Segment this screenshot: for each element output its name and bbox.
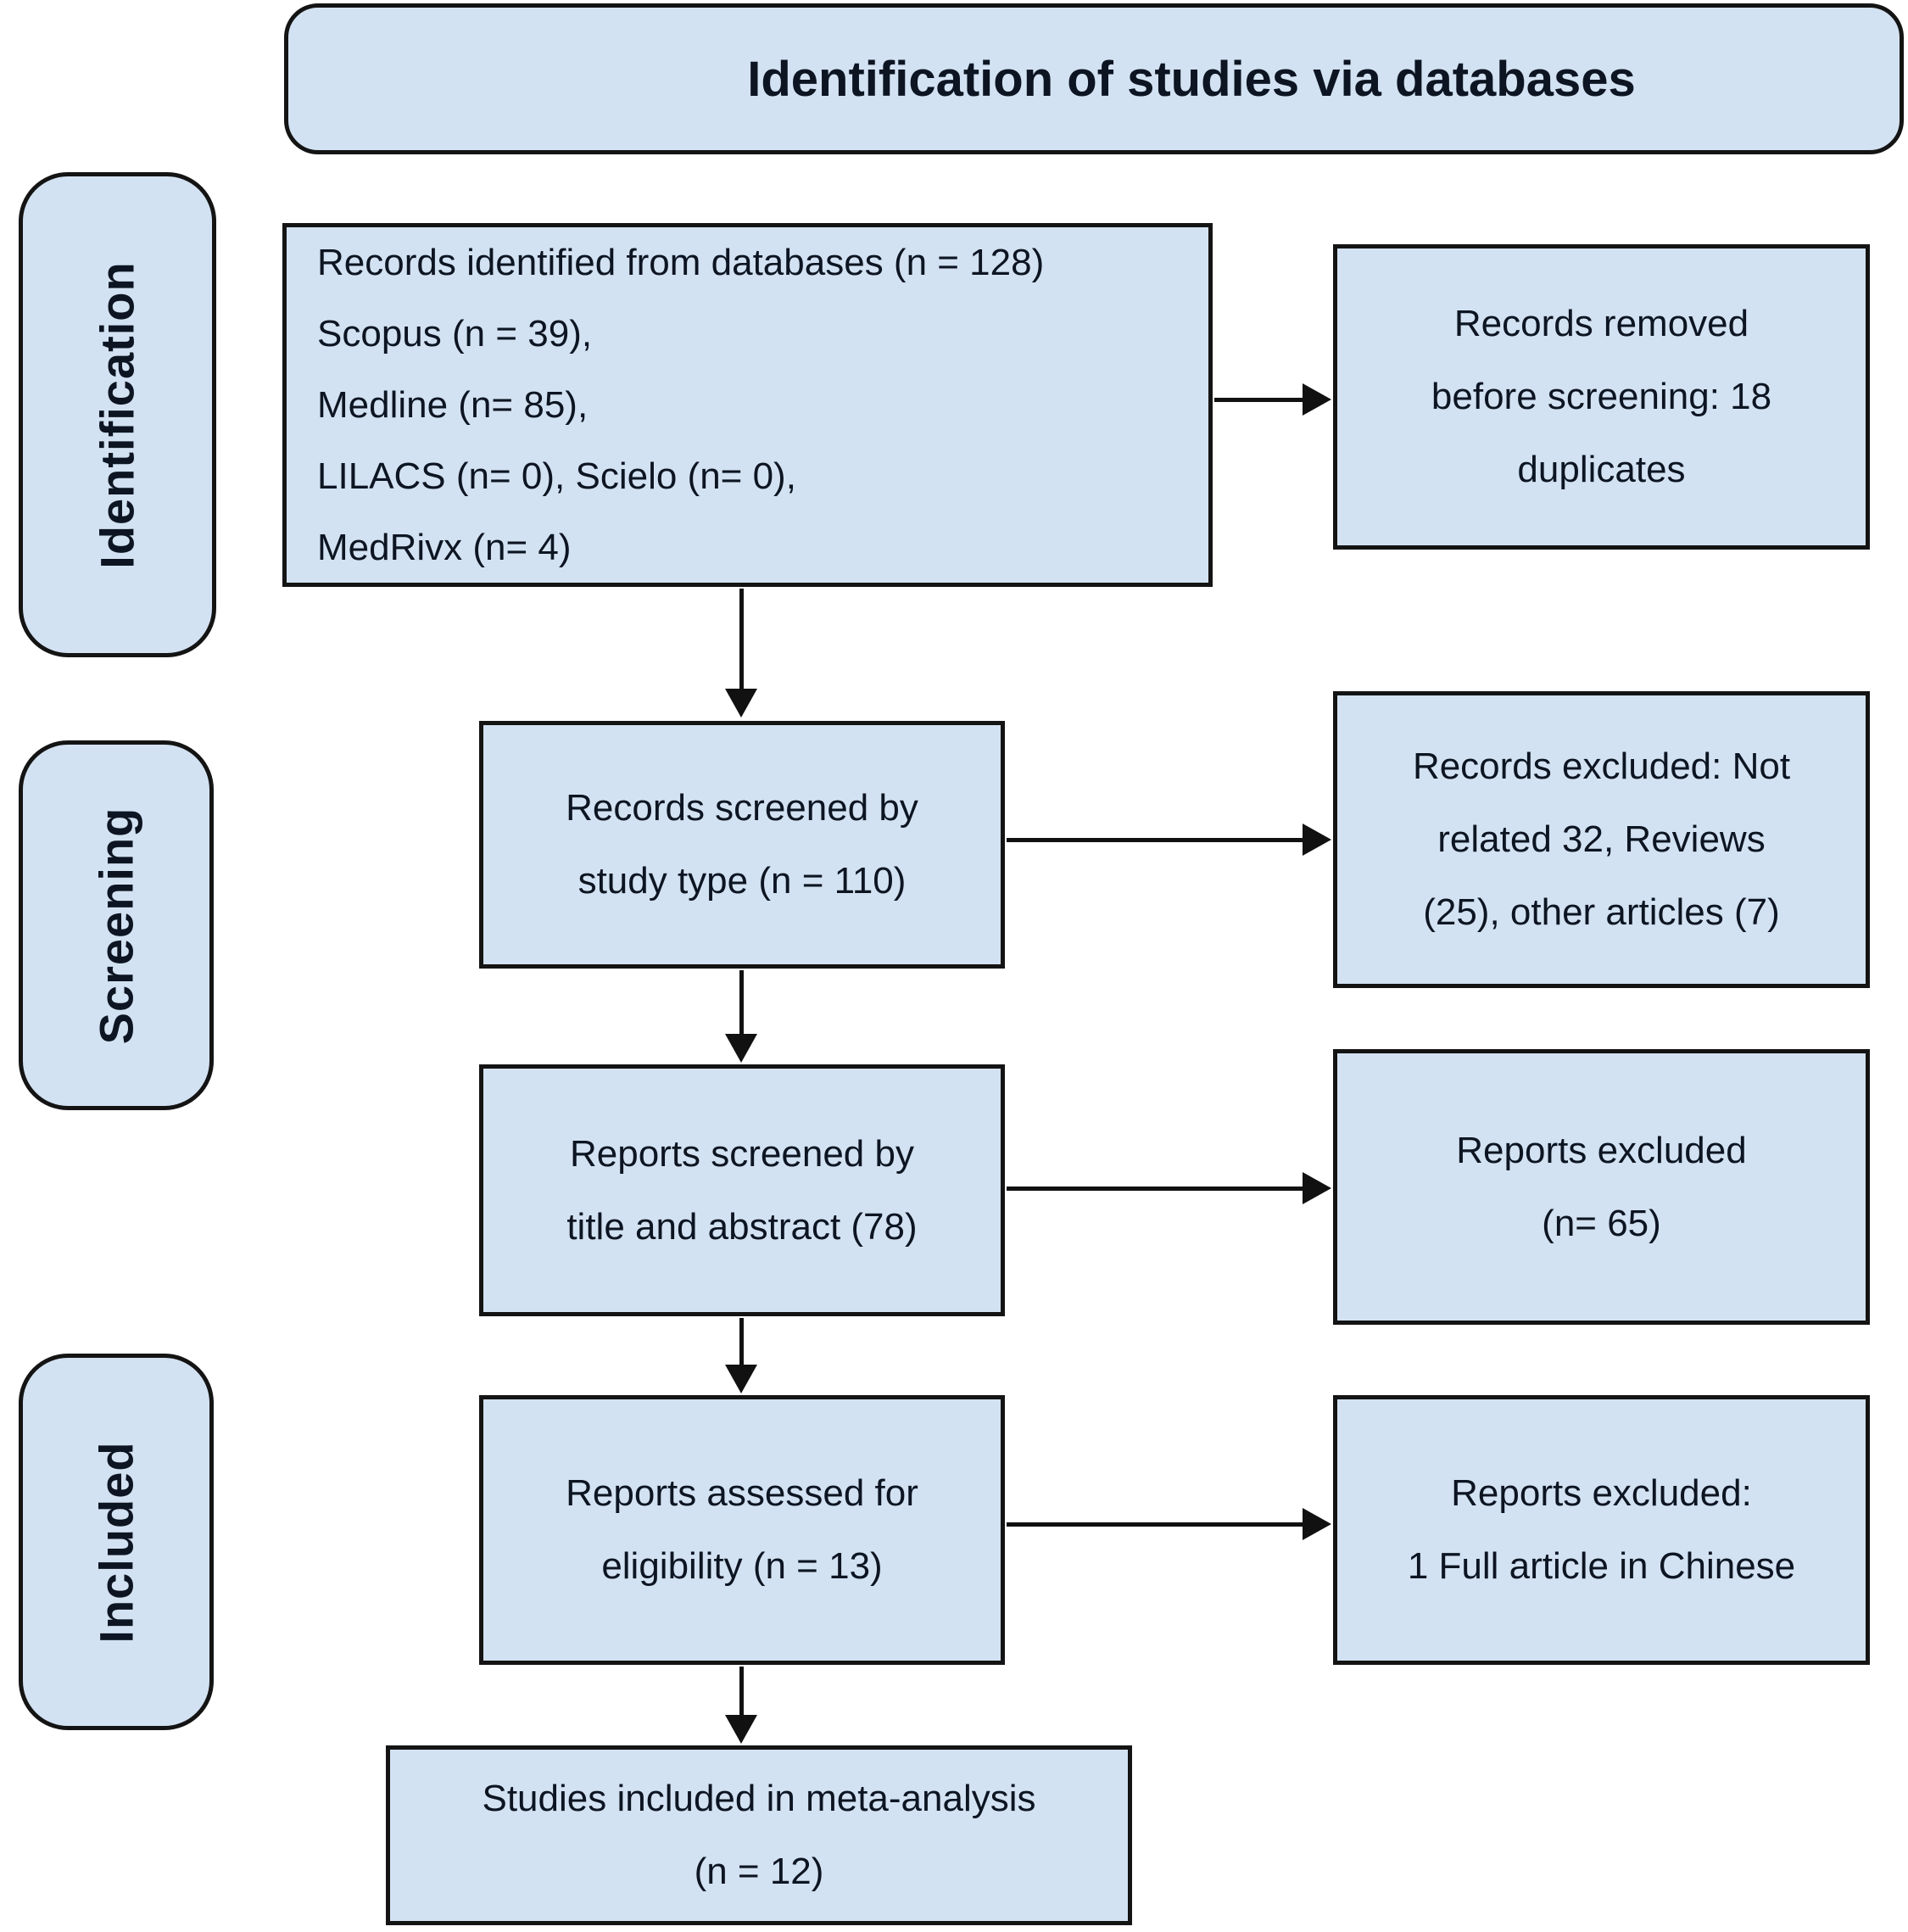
box-reports-excluded-full: Reports excluded: 1 Full article in Chin…	[1333, 1395, 1870, 1665]
box-reports-screened: Reports screened by title and abstract (…	[479, 1064, 1005, 1316]
box-reports-excluded-text: Reports excluded (n= 65)	[1456, 1129, 1747, 1244]
stage-screening: Screening	[19, 740, 214, 1110]
box-records-screened: Records screened by study type (n = 110)	[479, 721, 1005, 969]
box-studies-included-text: Studies included in meta-analysis (n = 1…	[482, 1778, 1036, 1892]
arrow-reports-to-excluded65	[1007, 1172, 1331, 1204]
box-records-excluded: Records excluded: Not related 32, Review…	[1333, 691, 1870, 988]
box-records-identified: Records identified from databases (n = 1…	[282, 223, 1213, 587]
box-reports-excluded-full-text: Reports excluded: 1 Full article in Chin…	[1407, 1472, 1796, 1587]
stage-identification: Identification	[19, 172, 216, 657]
box-records-excluded-text: Records excluded: Not related 32, Review…	[1412, 745, 1791, 933]
box-records-identified-text: Records identified from databases (n = 1…	[317, 241, 1045, 568]
arrow-reports-to-assessed	[725, 1318, 757, 1393]
arrow-screened-to-excluded	[1007, 824, 1331, 856]
diagram-title-box: Identification of studies via databases	[284, 3, 1904, 154]
box-records-removed: Records removed before screening: 18 dup…	[1333, 244, 1870, 550]
diagram-title: Identification of studies via databases	[747, 51, 1636, 107]
box-reports-assessed: Reports assessed for eligibility (n = 13…	[479, 1395, 1005, 1665]
stage-identification-label: Identification	[91, 260, 145, 569]
arrow-assessed-to-excluded-full	[1007, 1508, 1331, 1540]
stage-included: Included	[19, 1354, 214, 1730]
arrow-identified-to-screened	[725, 589, 757, 718]
box-reports-excluded: Reports excluded (n= 65)	[1333, 1049, 1870, 1325]
arrow-identified-to-removed	[1214, 383, 1331, 416]
stage-included-label: Included	[89, 1440, 143, 1644]
box-records-removed-text: Records removed before screening: 18 dup…	[1431, 303, 1772, 490]
arrow-screened-to-reports	[725, 970, 757, 1063]
stage-screening-label: Screening	[89, 807, 143, 1044]
box-records-screened-text: Records screened by study type (n = 110)	[566, 787, 918, 902]
box-reports-screened-text: Reports screened by title and abstract (…	[566, 1132, 918, 1248]
arrow-assessed-to-included	[725, 1667, 757, 1744]
box-reports-assessed-text: Reports assessed for eligibility (n = 13…	[566, 1472, 918, 1587]
box-studies-included: Studies included in meta-analysis (n = 1…	[386, 1745, 1132, 1925]
